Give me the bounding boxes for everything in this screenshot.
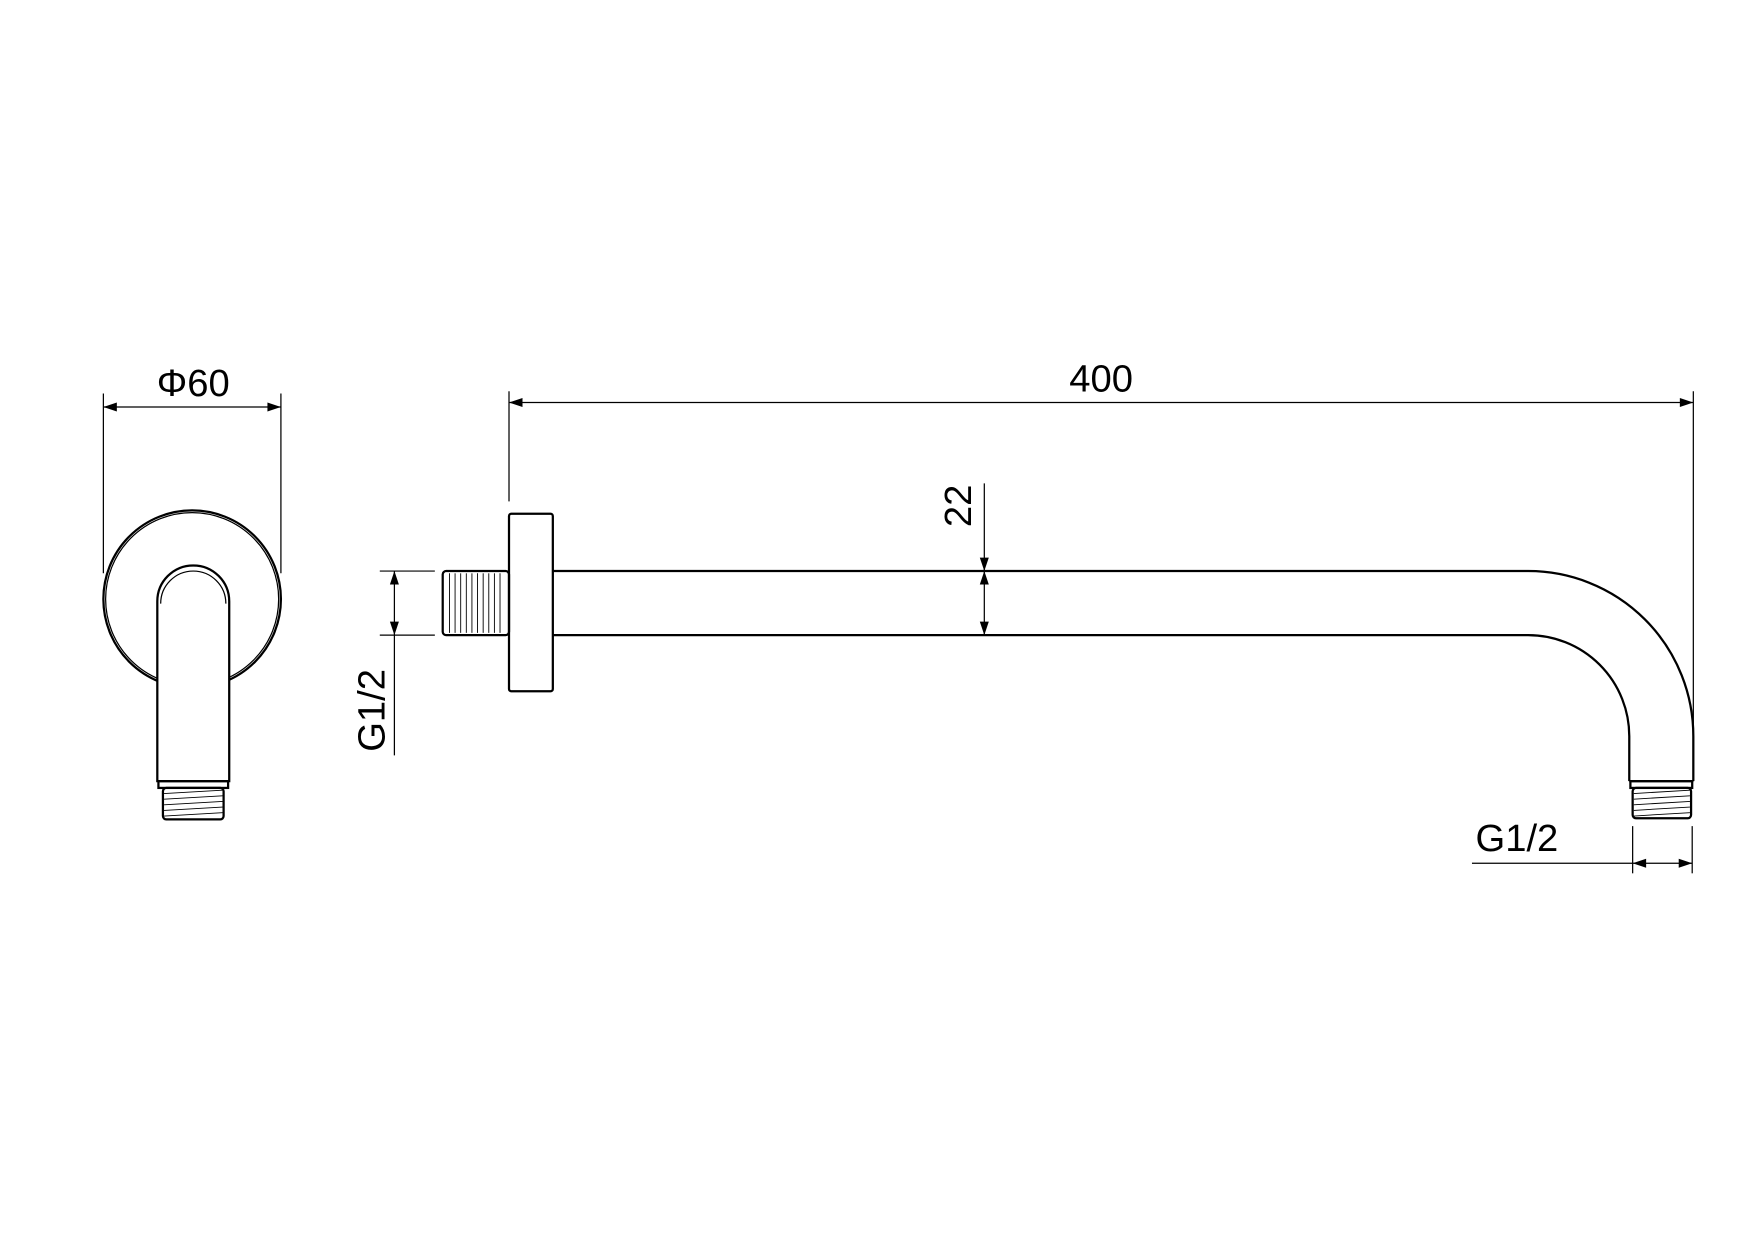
wall-flange-side bbox=[507, 512, 554, 693]
pipe-diameter-label: 22 bbox=[937, 485, 980, 527]
arrow-right bbox=[1679, 398, 1694, 408]
arrow-down bbox=[389, 621, 399, 636]
side-view: 400 G1/2 bbox=[350, 357, 1695, 874]
front-view: Φ60 bbox=[102, 362, 283, 821]
outlet-thread-label: G1/2 bbox=[1476, 817, 1559, 860]
inlet-thread bbox=[441, 569, 511, 637]
arrow-right bbox=[267, 402, 281, 412]
pipe-outer-edge bbox=[552, 569, 1695, 782]
arrow-right bbox=[1678, 858, 1693, 868]
outlet-thread-hatch bbox=[1633, 789, 1690, 817]
arm-front-inner-arch bbox=[160, 570, 227, 604]
arrow-down bbox=[979, 621, 989, 636]
arrow-left bbox=[1632, 858, 1647, 868]
front-thread bbox=[161, 786, 225, 821]
arrow-up bbox=[979, 571, 989, 585]
arrow-down bbox=[979, 557, 989, 572]
front-thread-hatch bbox=[164, 789, 223, 817]
length-label: 400 bbox=[1069, 357, 1133, 400]
arm-front bbox=[156, 564, 231, 783]
arrow-left bbox=[509, 398, 523, 408]
inlet-thread-label: G1/2 bbox=[350, 669, 393, 752]
arrow-up bbox=[389, 571, 399, 585]
outlet-thread bbox=[1631, 786, 1693, 820]
arrow-left bbox=[103, 402, 117, 412]
diameter-label: Φ60 bbox=[157, 362, 230, 405]
pipe-inner-edge bbox=[552, 633, 1631, 782]
inlet-thread-hatch bbox=[449, 573, 501, 633]
